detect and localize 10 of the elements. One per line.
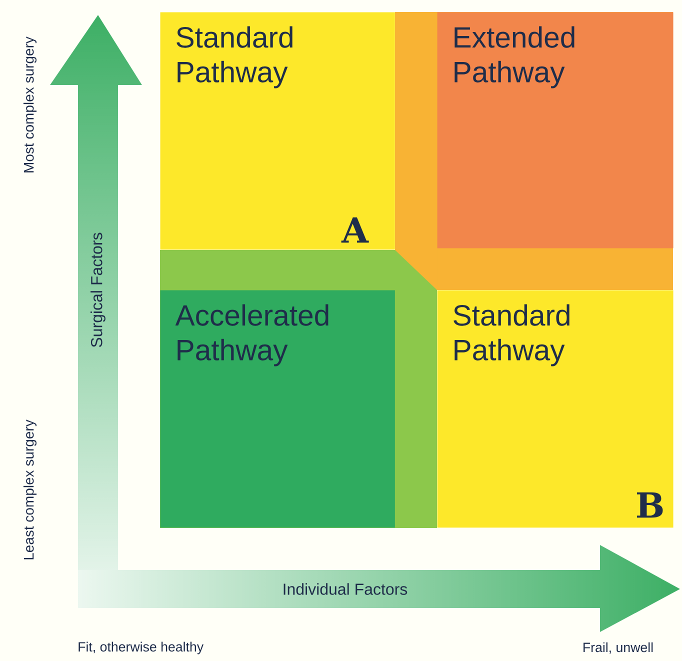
axis-arrow: Individual Factors bbox=[284, 583, 408, 595]
axis-label: Fit, otherwise healthy bbox=[78, 642, 204, 654]
axis-label: Most complex surgery bbox=[23, 36, 37, 172]
zone-letter: B bbox=[636, 492, 663, 518]
axis-arrow: Surgical Factors bbox=[90, 232, 106, 348]
zone-letter: A bbox=[341, 217, 369, 243]
quadrant-box: Extended Pathway bbox=[437, 12, 674, 248]
axis-label: Least complex surgery bbox=[23, 420, 37, 560]
quadrant-box: Accelerated Pathway bbox=[160, 290, 395, 528]
axis-label: Frail, unwell bbox=[584, 642, 653, 654]
